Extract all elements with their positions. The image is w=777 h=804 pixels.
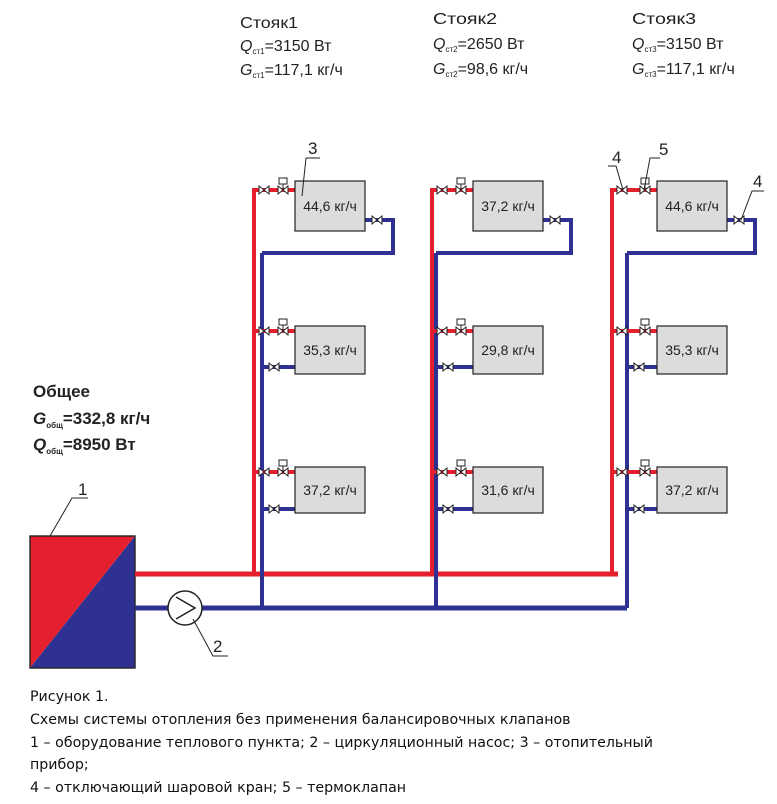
radiator-unit-2-3: 31,6 кг/ч — [432, 459, 544, 515]
radiator-1-2 — [294, 325, 366, 375]
ball-valve-return-1-2 — [268, 361, 280, 373]
riser-1-flow: Gст1=117,1 кг/ч — [240, 62, 343, 80]
radiator-2-1 — [472, 180, 544, 232]
radiator-layer: 44,6 кг/ч 35,3 кг/ч 37,2 кг/ч 37,2 кг/ч 29,8… — [252, 177, 757, 515]
riser-3-title: Стояк3 — [632, 11, 696, 28]
radiator-unit-3-1: 44,6 кг/ч — [610, 177, 757, 275]
radiator-3-2 — [656, 325, 728, 375]
callout-heat-unit: 1 — [78, 480, 87, 499]
riser-2-heat-load: Qст2=2650 Вт — [433, 36, 525, 54]
main-pipes — [135, 253, 629, 611]
callout-shutoff-valve-right: 4 — [753, 172, 762, 191]
thermo-valve-2-3 — [455, 459, 467, 478]
ball-valve-supply-2-2 — [436, 325, 448, 337]
riser-1-title: Стояк1 — [240, 15, 298, 32]
radiator-unit-3-2: 35,3 кг/ч — [612, 318, 728, 375]
caption-legend-line-2: прибор; — [30, 757, 89, 774]
ball-valve-return-2-1 — [549, 214, 561, 226]
ball-valve-return-2-2 — [442, 361, 454, 373]
radiator-unit-1-3: 37,2 кг/ч — [254, 459, 366, 515]
ball-valve-return-1-3 — [268, 503, 280, 515]
caption-legend-line-1: 1 – оборудование теплового пункта; 2 – ц… — [30, 734, 653, 751]
radiator-unit-1-2: 35,3 кг/ч — [254, 318, 366, 375]
ball-valve-return-1-1 — [371, 214, 383, 226]
radiator-flow-2-2: 29,8 кг/ч — [481, 342, 535, 358]
riser-3-header: Стояк3 Qст3=3150 Вт Gст3=117,1 кг/ч — [632, 11, 735, 79]
thermo-valve-3-2 — [639, 318, 651, 337]
thermo-valve-2-1 — [455, 177, 467, 196]
total-flow: Gобщ=332,8 кг/ч — [33, 409, 150, 430]
caption-legend-line-3: 4 – отключающий шаровой кран; 5 – термок… — [30, 780, 407, 797]
riser-1-header: Стояк1 Qст1=3150 Вт Gст1=117,1 кг/ч — [240, 15, 343, 80]
ball-valve-return-2-3 — [442, 503, 454, 515]
radiator-2-2 — [472, 325, 544, 375]
ball-valve-supply-3-1 — [616, 184, 628, 196]
riser-2-header: Стояк2 Qст2=2650 Вт Gст2=98,6 кг/ч — [433, 11, 528, 79]
figure-caption: Рисунок 1. Схемы системы отопления без п… — [30, 686, 770, 800]
callout-thermo-valve: 5 — [659, 140, 668, 159]
radiator-flow-3-2: 35,3 кг/ч — [665, 342, 719, 358]
thermo-valve-1-1 — [277, 177, 289, 196]
radiator-flow-2-3: 31,6 кг/ч — [481, 482, 535, 498]
radiator-3-1 — [656, 180, 728, 232]
radiator-1-3 — [294, 466, 366, 514]
ball-valve-return-3-2 — [633, 361, 645, 373]
riser-3-heat-load: Qст3=3150 Вт — [632, 36, 724, 54]
ball-valve-supply-2-1 — [436, 184, 448, 196]
callouts — [49, 157, 764, 657]
total-block: Общее Gобщ=332,8 кг/ч Qобщ=8950 Вт — [33, 382, 150, 456]
ball-valve-supply-1-2 — [258, 325, 270, 337]
thermo-valve-1-3 — [277, 459, 289, 478]
heat-unit — [29, 535, 136, 669]
ball-valve-supply-1-3 — [258, 466, 270, 478]
caption-figure-number: Рисунок 1. — [30, 689, 109, 705]
riser-2-title: Стояк2 — [433, 11, 497, 28]
circulation-pump — [167, 590, 203, 626]
thermo-valve-3-3 — [639, 459, 651, 478]
riser-2-flow: Gст2=98,6 кг/ч — [433, 61, 528, 79]
radiator-unit-3-3: 37,2 кг/ч — [612, 459, 728, 515]
total-title: Общее — [33, 382, 90, 401]
radiator-flow-2-1: 37,2 кг/ч — [481, 198, 535, 214]
ball-valve-supply-3-2 — [616, 325, 628, 337]
callout-pump: 2 — [213, 637, 222, 656]
ball-valve-supply-3-3 — [616, 466, 628, 478]
riser-3-flow: Gст3=117,1 кг/ч — [632, 61, 735, 79]
riser-pipes — [252, 190, 614, 584]
radiator-flow-1-1: 44,6 кг/ч — [303, 198, 357, 214]
radiator-flow-1-2: 35,3 кг/ч — [303, 342, 357, 358]
total-heat-load: Qобщ=8950 Вт — [33, 435, 136, 456]
ball-valve-return-3-3 — [633, 503, 645, 515]
ball-valve-supply-2-3 — [436, 466, 448, 478]
ball-valve-supply-1-1 — [258, 184, 270, 196]
radiator-flow-3-3: 37,2 кг/ч — [665, 482, 719, 498]
riser-1-heat-load: Qст1=3150 Вт — [240, 38, 332, 56]
radiator-unit-2-1: 37,2 кг/ч — [430, 177, 573, 275]
callout-radiator: 3 — [308, 139, 317, 158]
radiator-unit-1-1: 44,6 кг/ч — [252, 177, 395, 275]
callout-shutoff-valve-left: 4 — [612, 148, 621, 167]
thermo-valve-2-2 — [455, 318, 467, 337]
caption-title: Схемы системы отопления без применения б… — [30, 711, 571, 728]
heating-scheme-diagram: 44,6 кг/ч 35,3 кг/ч 37,2 кг/ч 37,2 кг/ч 29,8… — [29, 11, 764, 669]
radiator-3-3 — [656, 466, 728, 514]
radiator-unit-2-2: 29,8 кг/ч — [432, 318, 544, 375]
radiator-flow-3-1: 44,6 кг/ч — [665, 198, 719, 214]
radiator-2-3 — [472, 466, 544, 514]
radiator-1-1 — [294, 180, 366, 232]
radiator-flow-1-3: 37,2 кг/ч — [303, 482, 357, 498]
thermo-valve-1-2 — [277, 318, 289, 337]
